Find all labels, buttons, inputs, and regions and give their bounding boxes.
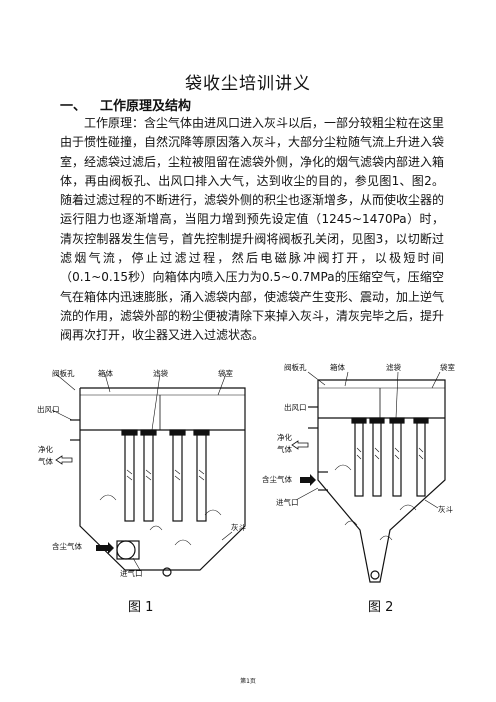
fig2-dust-gas-arrow <box>300 474 316 486</box>
fig2-label-box: 箱体 <box>330 362 345 372</box>
figure-2-caption: 图 2 <box>368 600 394 615</box>
fig1-dust-gas-arrow <box>96 542 114 554</box>
body-paragraph: 工作原理：含尘气体由进风口进入灰斗以后，一部分较粗尘粒在这里由于惯性碰撞，自然沉… <box>60 114 444 346</box>
figure-2-labels: 阀板孔 箱体 滤袋 袋室 出风口 净化 气体 含尘气体 进气口 灰斗 <box>262 362 455 514</box>
fig2-filter-bags <box>351 417 429 497</box>
figure-1-diagram <box>51 373 246 577</box>
fig1-label-filter-bag: 滤袋 <box>153 368 168 378</box>
document-title: 袋收尘培训讲义 <box>185 74 311 94</box>
fig2-label-outlet: 出风口 <box>284 402 307 412</box>
fig1-filter-bags <box>121 429 210 522</box>
fig2-label-inlet: 进气口 <box>276 497 299 507</box>
fig1-label-clean-gas-2: 气体 <box>38 456 53 466</box>
fig1-label-outlet: 出风口 <box>37 404 60 414</box>
figure-2-diagram <box>295 371 446 583</box>
section-title: 工作原理及结构 <box>100 99 192 114</box>
fig1-label-valve-hole: 阀板孔 <box>52 368 75 378</box>
fig2-label-filter-bag: 滤袋 <box>386 362 401 372</box>
fig2-clean-gas-arrow <box>291 440 309 450</box>
fig2-label-bag-room: 袋室 <box>440 362 455 372</box>
fig1-label-box: 箱体 <box>98 368 113 378</box>
fig2-label-dust-gas: 含尘气体 <box>262 474 292 484</box>
fig1-label-dust-gas: 含尘气体 <box>52 541 82 551</box>
fig1-label-hopper: 灰斗 <box>231 522 246 532</box>
figure-1-caption: 图 1 <box>128 600 154 615</box>
fig1-arrows <box>55 455 114 554</box>
fig2-arrows <box>291 440 316 486</box>
fig1-label-bag-room: 袋室 <box>218 368 233 378</box>
fig2-label-hopper: 灰斗 <box>438 504 453 514</box>
section-number: 一、 <box>60 99 87 114</box>
paragraph-text: 工作原理：含尘气体由进风口进入灰斗以后，一部分较粗尘粒在这里由于惯性碰撞，自然沉… <box>60 116 445 343</box>
fig2-label-clean-gas-2: 气体 <box>277 444 292 454</box>
fig2-label-valve-hole: 阀板孔 <box>284 362 307 372</box>
fig1-clean-gas-arrow <box>55 455 73 465</box>
section-heading: 一、工作原理及结构 <box>60 95 191 114</box>
fig1-label-clean-gas-1: 净化 <box>38 444 53 454</box>
figure-1-labels: 阀板孔 箱体 滤袋 袋室 出风口 净化 气体 含尘气体 进气口 灰斗 <box>37 368 246 578</box>
fig2-label-clean-gas-1: 净化 <box>277 432 292 442</box>
page-footer: 第1页 <box>240 678 256 685</box>
fig1-label-inlet: 进气口 <box>120 568 143 578</box>
